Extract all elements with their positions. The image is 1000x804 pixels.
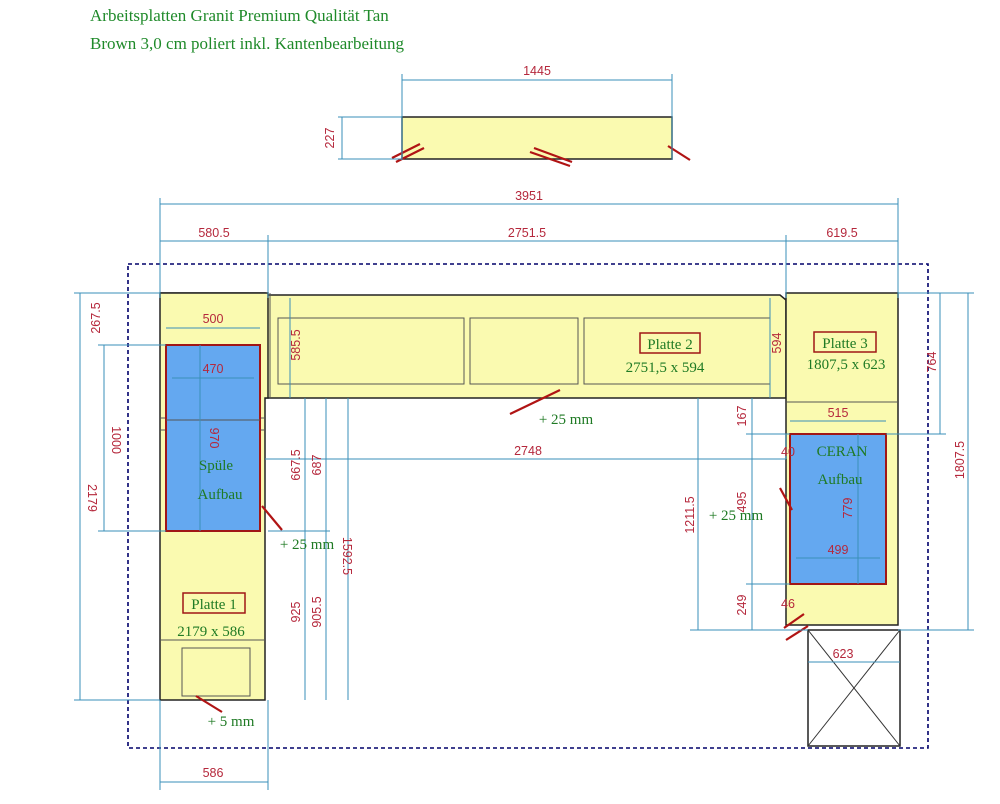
dim-1592-5: 1592.5	[340, 537, 354, 575]
platte-1-name: Platte 1	[191, 597, 236, 613]
dim-470: 470	[203, 362, 224, 376]
dim-2751-5: 2751.5	[508, 226, 546, 240]
title-line-2: Brown 3,0 cm poliert inkl. Kantenbearbei…	[90, 34, 404, 53]
top-slab	[401, 116, 673, 160]
plate-1-small-panel	[181, 647, 251, 697]
platte-1-name-box	[182, 592, 246, 614]
dim-46: 46	[781, 597, 795, 611]
dim-499: 499	[828, 543, 849, 557]
platte-2-name-box	[639, 332, 701, 354]
dim-267-5: 267.5	[89, 302, 103, 333]
room-outline	[127, 263, 929, 749]
dim-2748: 2748	[514, 444, 542, 458]
dim-500: 500	[203, 312, 224, 326]
dim-40: 40	[781, 445, 795, 459]
cooktop-label-line-2: Aufbau	[818, 472, 863, 488]
dim-580-5: 580.5	[198, 226, 229, 240]
platte-3-size: 1807,5 x 623	[807, 357, 886, 373]
title-line-1: Arbeitsplatten Granit Premium Qualität T…	[90, 6, 389, 25]
dim-227: 227	[323, 128, 337, 149]
dim-3951: 3951	[515, 189, 543, 203]
plate-2-panel-2	[469, 317, 579, 385]
dim-1445: 1445	[523, 64, 551, 78]
platte-2-name: Platte 2	[647, 337, 692, 353]
dim-495: 495	[735, 492, 749, 513]
dim-586: 586	[203, 766, 224, 780]
dim-1000: 1000	[109, 426, 123, 454]
dim-585-5: 585.5	[289, 329, 303, 360]
plate-2-panel-1	[277, 317, 465, 385]
dim-925: 925	[289, 602, 303, 623]
dim-594: 594	[770, 333, 784, 354]
cooktop-cutout	[789, 433, 887, 585]
dim-905-5: 905.5	[310, 596, 324, 627]
dim-764: 764	[925, 352, 939, 373]
dim-167: 167	[735, 406, 749, 427]
dim-515: 515	[828, 406, 849, 420]
bottom-extra-note: + 5 mm	[208, 714, 255, 730]
sink-label-line-1: Spüle	[199, 458, 234, 474]
appliance-box	[807, 629, 901, 747]
platte-2-size: 2751,5 x 594	[626, 360, 705, 376]
plate-1-extra-note: + 25 mm	[280, 537, 335, 553]
dim-249: 249	[735, 595, 749, 616]
sink-cutout	[165, 344, 261, 532]
dim-1807-5: 1807.5	[953, 441, 967, 479]
platte-3-name-box	[813, 331, 877, 353]
platte-1-size: 2179 x 586	[177, 624, 245, 640]
dim-619-5: 619.5	[826, 226, 857, 240]
plate-2-extra-note: + 25 mm	[539, 412, 594, 428]
dim-1211-5: 1211.5	[683, 496, 697, 533]
sink-label-line-2: Aufbau	[198, 487, 243, 503]
plate-3-extra-note: + 25 mm	[709, 508, 764, 524]
dim-779: 779	[841, 498, 855, 519]
dim-623: 623	[833, 647, 854, 661]
platte-3-name: Platte 3	[822, 336, 867, 352]
dim-687: 687	[310, 455, 324, 476]
dim-970: 970	[207, 428, 221, 449]
dim-2179: 2179	[85, 484, 99, 512]
cooktop-label-line-1: CERAN	[817, 444, 868, 460]
dim-667-5: 667.5	[289, 449, 303, 480]
dimension-lines	[74, 74, 974, 790]
